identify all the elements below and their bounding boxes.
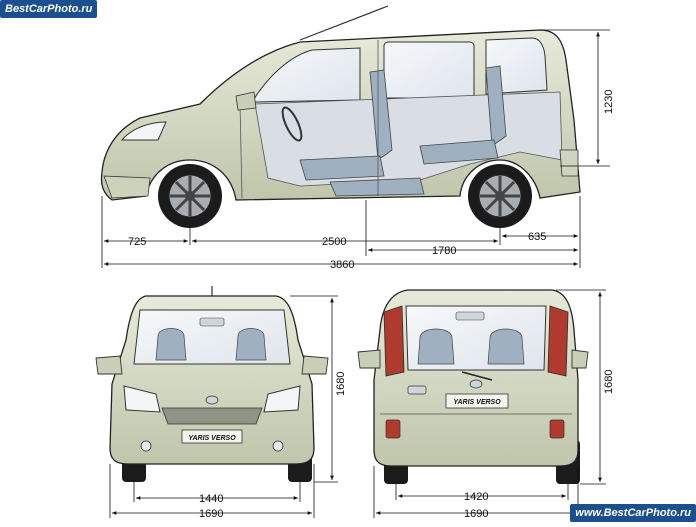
side-front-bumper (103, 175, 151, 199)
dim-overall-length: 3860 (330, 259, 354, 271)
rear-right-tail-light (547, 305, 569, 377)
rear-license-plate (445, 393, 509, 409)
dim-side-height: 1230 (603, 90, 615, 114)
dim-wheelbase: 2500 (322, 236, 346, 248)
antenna (299, 5, 389, 41)
dim-front-overhang: 725 (128, 236, 146, 248)
dim-rear-width: 1690 (464, 508, 488, 520)
dim-front-height: 1680 (335, 372, 347, 396)
side-dimension-lines (101, 29, 610, 268)
front-left-fog-light (140, 440, 152, 452)
rear-left-mirror (357, 349, 381, 369)
rear-left-tail-light (383, 305, 405, 377)
dim-rear-overhang: 635 (528, 231, 546, 243)
front-left-headlight (123, 385, 161, 413)
front-grille (161, 407, 263, 425)
front-rear-view-mirror (199, 317, 225, 327)
watermark-top-left: BestCarPhoto.ru (0, 0, 98, 18)
front-logo-icon (205, 395, 219, 405)
front-dimension-lines (109, 295, 338, 518)
rear-left-bumper-light (385, 419, 401, 439)
rear-badge: YARIS VERSO (453, 399, 501, 406)
side-middle-window (383, 41, 475, 99)
side-front-wheel (158, 164, 222, 228)
front-badge: YARIS VERSO (188, 435, 236, 442)
dim-rear-height: 1680 (603, 370, 615, 394)
front-view-seats (155, 328, 267, 361)
seats (299, 65, 507, 197)
side-rear-light (559, 149, 579, 177)
dim-interior-length: 1780 (432, 245, 456, 257)
rear-right-bumper-light (549, 419, 565, 439)
side-mirror (235, 91, 257, 111)
side-rear-wheel (468, 164, 532, 228)
watermark-bottom-right: www.BestCarPhoto.ru (570, 504, 696, 522)
front-right-fog-light (272, 440, 284, 452)
dim-front-track: 1440 (199, 493, 223, 505)
rear-right-mirror (571, 349, 589, 369)
front-left-mirror (95, 355, 123, 375)
front-right-headlight (263, 385, 301, 413)
steering-wheel (281, 106, 303, 142)
dim-front-width: 1690 (199, 508, 223, 520)
side-view: 725 2500 635 1780 3860 1230 (100, 5, 615, 271)
rear-logo-icon (469, 379, 483, 389)
dim-rear-track: 1420 (464, 491, 488, 503)
rear-view-seats (417, 328, 525, 365)
side-headlight (120, 121, 167, 141)
side-front-window (251, 47, 361, 103)
front-right-mirror (301, 355, 329, 375)
front-license-plate (181, 429, 243, 444)
rear-view: YARIS VERSO 1420 1690 1680 (357, 289, 615, 520)
rear-handle (407, 385, 427, 395)
front-view: YARIS VERSO 1440 1690 1680 (95, 286, 347, 520)
rear-wiper (461, 371, 493, 381)
rear-high-brake-light (455, 311, 485, 321)
